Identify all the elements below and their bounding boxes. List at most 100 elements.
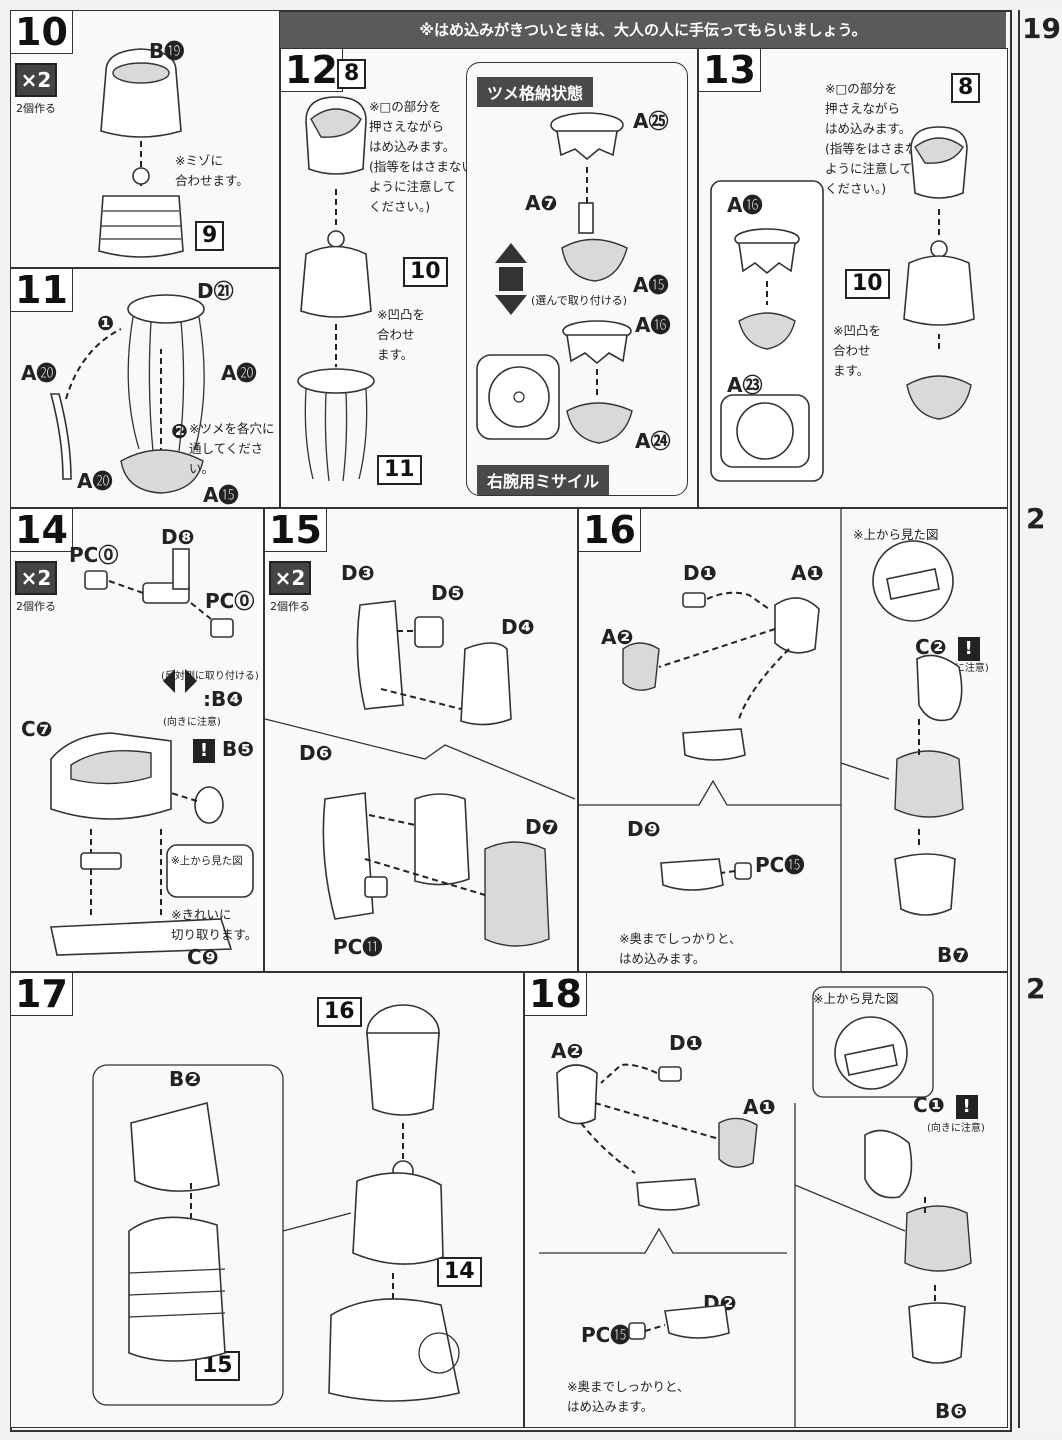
part-label-a1: A❶: [743, 1095, 776, 1119]
part-label-d4: D❹: [501, 615, 535, 639]
ref-step-box: 9: [195, 221, 225, 251]
part-label-d8: D❽: [161, 525, 195, 549]
step-17-illustration: [92, 1004, 460, 1406]
insert-note: ※奥までしっかりと、 はめ込みます。: [567, 1379, 690, 1414]
part-label-d7: D❼: [525, 815, 559, 839]
assembly-note: ※ミゾに 合わせます。: [175, 153, 249, 188]
part-label-d9: D❾: [627, 817, 661, 841]
multiplier-text: ×2: [15, 561, 57, 595]
step-14-illustration: [50, 548, 254, 956]
ref-step-box-14: 14: [437, 1257, 482, 1287]
part-label-pcn-left: PC⓪: [69, 543, 119, 567]
edge-step-2b: 2: [1026, 972, 1046, 1005]
step-15-illustration: [265, 600, 576, 947]
step-number: 18: [525, 973, 587, 1016]
part-label-a20-bottom: A⓴: [77, 469, 113, 493]
warning-icon: !: [957, 637, 980, 661]
part-label-a1: A❶: [791, 561, 824, 585]
cut-note: ※きれいに 切り取ります。: [171, 907, 258, 942]
caution-note: (向きに注意): [927, 1123, 985, 1134]
ref-step-box-8: 8: [337, 59, 367, 89]
part-label-pcf: PC⓯: [581, 1323, 631, 1347]
insert-note: ※奥までしっかりと、 はめ込みます。: [619, 931, 742, 966]
part-label-d21: D㉑: [197, 279, 234, 303]
part-label-b2: B❷: [169, 1067, 202, 1091]
part-label-d1: D❶: [683, 561, 717, 585]
right-arm-missile-tag: 右腕用ミサイル: [477, 465, 610, 495]
step-number: 16: [579, 509, 641, 552]
step-15: 15 ×2 2個作る D❸ D❺ D❹ D❻ D❼ PC⓫: [264, 508, 578, 972]
step-11-illustration: [49, 294, 205, 494]
step-17: 17 B❷ 16 14 15: [10, 972, 524, 1428]
assembly-note-align: ※凹凸を 合わせ ます。: [377, 307, 425, 362]
part-label-a15: A⓯: [203, 483, 239, 507]
ref-step-box-8: 8: [951, 73, 981, 103]
part-label-d5: D❺: [431, 581, 465, 605]
part-label-d1: D❶: [669, 1031, 703, 1055]
part-label-a16: A⓰: [635, 313, 671, 337]
step-number: 15: [265, 509, 327, 552]
step-number: 11: [11, 269, 73, 312]
step-number: 17: [11, 973, 73, 1016]
multiplier-caption: 2個作る: [16, 102, 56, 115]
adjacent-page-edge: 19 2 2: [1018, 10, 1062, 1428]
multiplier-badge: ×2 2個作る: [269, 561, 311, 614]
part-label-pcb: PC⓫: [333, 935, 383, 959]
step-10: 10 ×2 2個作る B⓳ ※ミゾに 合わせます。 9: [10, 10, 280, 268]
edge-step-2a: 2: [1026, 502, 1046, 535]
order-marker-1: ❶: [97, 311, 114, 335]
step-number: 14: [11, 509, 73, 552]
part-label-a2: A❷: [601, 625, 634, 649]
step-12-option-panel: ツメ格納状態 右腕用ミサイル A㉕ A❼ A⓯ A⓰ A㉔ (選んで取り付ける): [466, 62, 688, 496]
step-13: 13 8 ※□の部分を 押さえながら はめ込みます。 (指等をはさまない ように…: [698, 48, 1008, 508]
assembly-note-align: ※凹凸を 合わせ ます。: [833, 323, 881, 378]
top-view-caption: ※上から見た図: [171, 855, 243, 867]
part-label-a7: A❼: [525, 191, 558, 215]
part-label-a20-left: A⓴: [21, 361, 57, 385]
caution-note: (向きに注意): [163, 717, 221, 728]
choose-note: (選んで取り付ける): [531, 294, 628, 307]
part-label-a16: A⓰: [727, 193, 763, 217]
step-18-illustration: [539, 986, 972, 1427]
option-illustration: [476, 112, 633, 444]
top-view-caption: ※上から見た図: [813, 991, 899, 1006]
multiplier-caption: 2個作る: [270, 600, 310, 613]
multiplier-text: ×2: [15, 63, 57, 97]
part-label-pcn-right: PC⓪: [205, 589, 255, 613]
part-label-d6: D❻: [299, 741, 333, 765]
part-label: B⓳: [149, 39, 185, 63]
banner-note: ※はめ込みがきついときは、大人の人に手伝ってもらいましょう。: [280, 12, 1006, 48]
part-label-a15: A⓯: [633, 273, 669, 297]
step-10-illustration: [98, 48, 184, 258]
ref-step-box-11: 11: [377, 455, 422, 485]
step-12-illustration: [297, 96, 375, 482]
part-label-b4: :B❹: [203, 687, 244, 711]
assembly-note-press: ※□の部分を 押さえながら はめ込みます。 (指等をはさまない ように注意して …: [369, 99, 474, 214]
edge-step-19: 19: [1022, 12, 1061, 45]
step-number: 10: [11, 11, 73, 54]
opposite-side-note: (反対側に取り付ける): [161, 671, 259, 682]
part-label-c7: C❼: [21, 717, 53, 741]
ref-step-box-16: 16: [317, 997, 362, 1027]
part-label-pcf: PC⓯: [755, 853, 805, 877]
multiplier-badge: ×2 2個作る: [15, 561, 57, 614]
step-11: 11 D㉑ A⓴ A⓴ A⓴ A⓯ ❶ ❷ ※ツメを各穴に 通してください。: [10, 268, 280, 508]
stowed-claw-tag: ツメ格納状態: [477, 77, 594, 107]
multiplier-badge: ×2 2個作る: [15, 63, 57, 116]
step-14: 14 ×2 2個作る PC⓪ D❽ PC⓪ (反対側に取り付ける) :B❹ (向…: [10, 508, 264, 972]
part-label-a20-right: A⓴: [221, 361, 257, 385]
multiplier-text: ×2: [269, 561, 311, 595]
part-label-a25: A㉕: [633, 109, 669, 133]
part-label-b6: B❻: [935, 1399, 968, 1423]
multiplier-caption: 2個作る: [16, 600, 56, 613]
part-label-d3: D❸: [341, 561, 375, 585]
step-16: 16 D❶ A❶ A❷ ※上から見た図 C❷ ! (向きに注意) D❾ PC⓯ …: [578, 508, 1008, 972]
part-label-b7: B❼: [937, 943, 970, 967]
ref-step-box-10: 10: [845, 269, 890, 299]
step-13-illustration: [710, 126, 975, 482]
part-label-b5: ! B❺: [189, 737, 254, 763]
part-label-b5-text: B❺: [221, 737, 255, 761]
part-label-a24: A㉔: [635, 429, 671, 453]
step-number: 13: [699, 49, 761, 92]
top-view-caption: ※上から見た図: [853, 527, 939, 542]
